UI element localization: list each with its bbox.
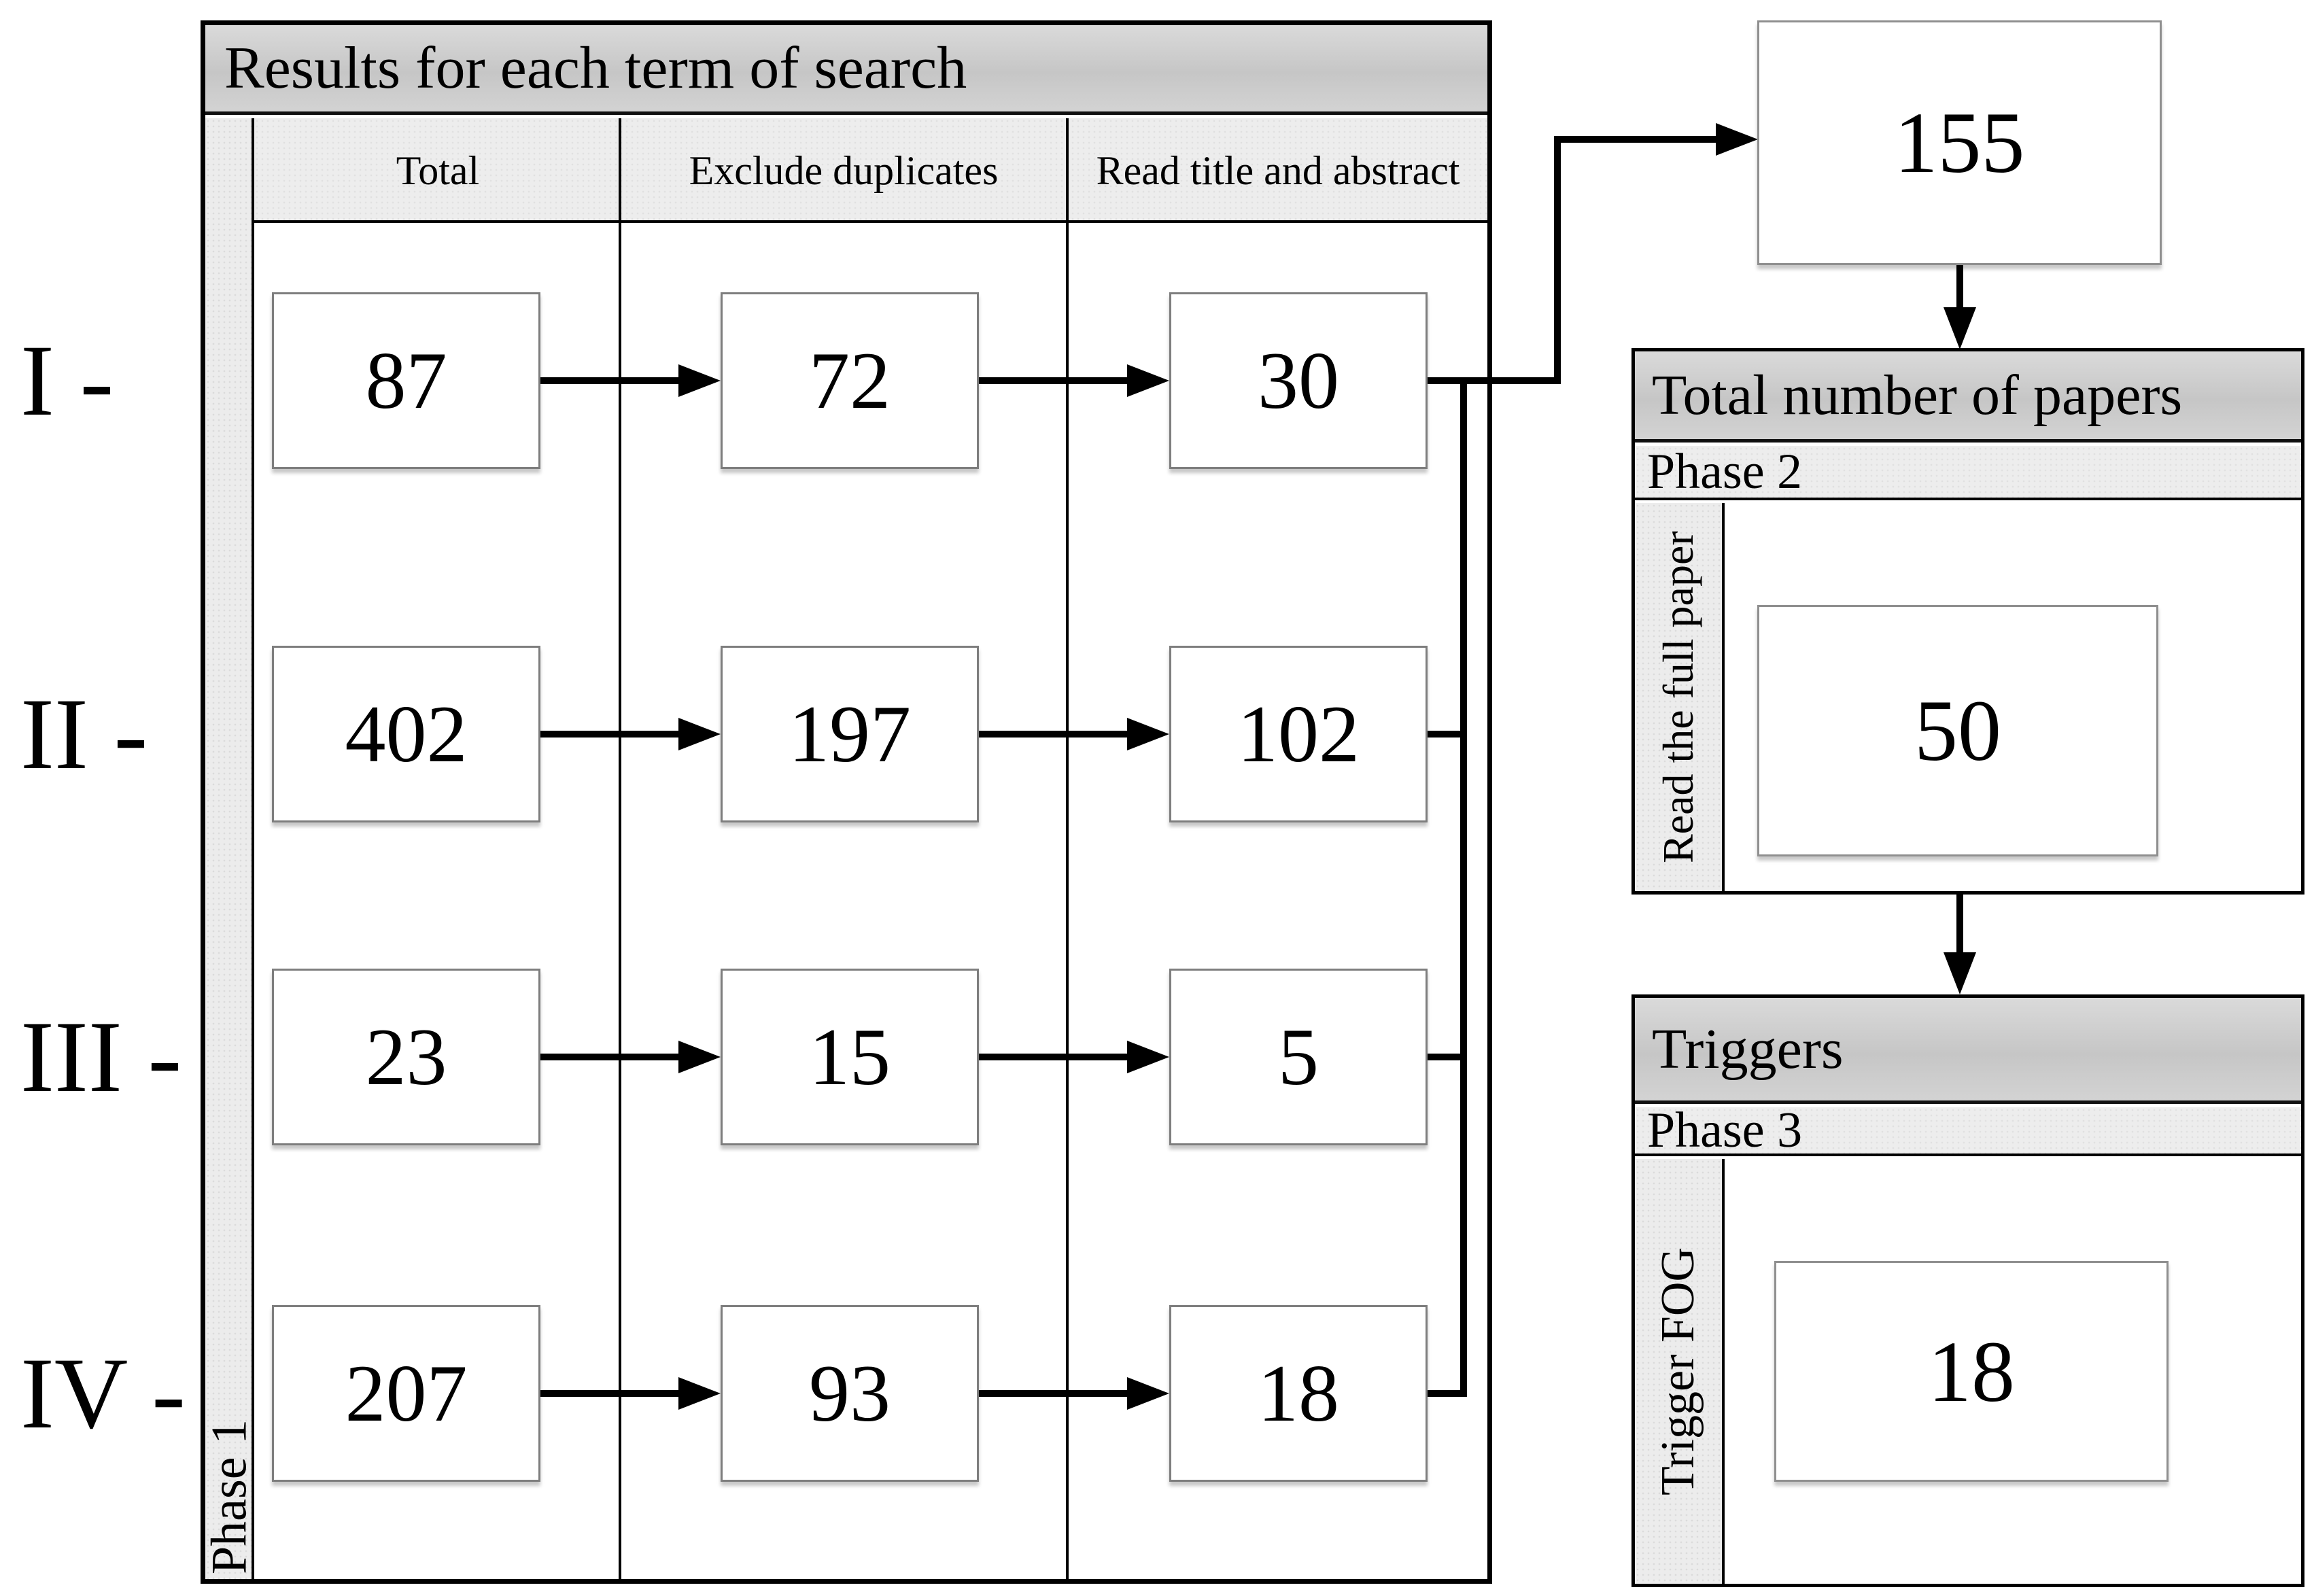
count-value: 402 xyxy=(345,689,468,779)
phase3-title: Triggers xyxy=(1652,1018,1844,1081)
count-value: 87 xyxy=(365,335,447,426)
flow-line xyxy=(979,731,1127,738)
phase3-subheader: Phase 3 xyxy=(1635,1103,2301,1158)
row-label-2: II - xyxy=(20,673,252,795)
flow-line xyxy=(1428,1390,1467,1397)
search-results-table xyxy=(201,20,1492,1584)
count-value: 72 xyxy=(809,335,891,426)
phase3-side-label-wrap: Trigger FOG xyxy=(1632,1159,1725,1584)
arrow-right-icon xyxy=(678,718,721,750)
count-value: 93 xyxy=(809,1348,891,1438)
column-header-label: Total xyxy=(396,148,480,193)
row-label-text: IV - xyxy=(20,1337,186,1450)
total-selected-box: 155 xyxy=(1757,20,2162,265)
phase2-side-label: Read the full paper xyxy=(1654,531,1702,863)
row-label-1: I - xyxy=(20,319,252,442)
arrow-right-icon xyxy=(1716,123,1758,156)
flow-line xyxy=(1428,1054,1467,1060)
column-header-exclude-duplicates: Exclude duplicates xyxy=(621,118,1066,223)
arrow-right-icon xyxy=(1127,364,1169,397)
flow-line xyxy=(1956,265,1963,309)
phase2-title: Total number of papers xyxy=(1652,364,2183,427)
arrow-right-icon xyxy=(1127,718,1169,750)
flow-line xyxy=(979,1054,1127,1060)
flow-line xyxy=(979,1390,1127,1397)
count-box-row1-read: 30 xyxy=(1169,292,1428,469)
count-box-row4-read: 18 xyxy=(1169,1305,1428,1482)
arrow-right-icon xyxy=(1127,1041,1169,1073)
phase2-side-strip xyxy=(1635,503,1725,891)
flow-line xyxy=(979,377,1127,384)
flow-line xyxy=(1428,731,1467,738)
phase3-count-box: 18 xyxy=(1774,1261,2169,1482)
count-box-row3-exclude: 15 xyxy=(721,969,979,1145)
phase2-count-box: 50 xyxy=(1757,605,2158,856)
flow-line xyxy=(540,731,680,738)
column-header-total: Total xyxy=(257,118,619,223)
phase2-side-label-wrap: Read the full paper xyxy=(1632,503,1725,891)
flow-line xyxy=(1554,136,1561,384)
flow-line xyxy=(1554,136,1717,143)
count-box-row2-read: 102 xyxy=(1169,646,1428,822)
count-value: 30 xyxy=(1258,335,1339,426)
count-value: 207 xyxy=(345,1348,468,1438)
arrow-down-icon xyxy=(1944,307,1976,349)
phase3-side-label: Trigger FOG xyxy=(1652,1247,1704,1495)
phase3-title-bar: Triggers xyxy=(1635,998,2301,1104)
flow-line xyxy=(1956,895,1963,954)
phase1-strip xyxy=(205,118,254,1579)
count-box-row2-exclude: 197 xyxy=(721,646,979,822)
count-box-row4-exclude: 93 xyxy=(721,1305,979,1482)
row-label-3: III - xyxy=(20,996,252,1118)
count-box-row2-total: 402 xyxy=(272,646,540,822)
column-header-label: Read title and abstract xyxy=(1096,148,1460,193)
count-value: 5 xyxy=(1278,1011,1319,1102)
count-box-row1-total: 87 xyxy=(272,292,540,469)
phase3-count-value: 18 xyxy=(1928,1323,2015,1420)
flow-line xyxy=(540,1390,680,1397)
phase2-label: Phase 2 xyxy=(1647,443,1803,500)
phase3-side-strip xyxy=(1635,1159,1725,1584)
arrow-down-icon xyxy=(1944,952,1976,994)
column-divider xyxy=(619,118,621,1579)
count-box-row1-exclude: 72 xyxy=(721,292,979,469)
count-value: 15 xyxy=(809,1011,891,1102)
flow-line xyxy=(540,377,680,384)
arrow-right-icon xyxy=(678,1377,721,1410)
arrow-right-icon xyxy=(1127,1377,1169,1410)
table-title: Results for each term of search xyxy=(224,35,967,101)
count-box-row3-total: 23 xyxy=(272,969,540,1145)
phase3-label: Phase 3 xyxy=(1647,1102,1803,1158)
phase2-count-value: 50 xyxy=(1914,682,2001,779)
arrow-right-icon xyxy=(678,1041,721,1073)
column-header-read-title-abstract: Read title and abstract xyxy=(1069,118,1487,223)
count-box-row4-total: 207 xyxy=(272,1305,540,1482)
flow-line xyxy=(540,1054,680,1060)
collector-line xyxy=(1460,377,1467,1397)
column-header-row xyxy=(205,118,1487,223)
arrow-right-icon xyxy=(678,364,721,397)
phase2-title-bar: Total number of papers xyxy=(1635,351,2301,443)
row-label-text: II - xyxy=(20,678,148,791)
flow-line xyxy=(1428,377,1561,384)
column-header-label: Exclude duplicates xyxy=(689,148,999,193)
row-label-4: IV - xyxy=(20,1332,252,1455)
count-value: 102 xyxy=(1237,689,1360,779)
row-label-text: I - xyxy=(20,324,114,437)
count-value: 18 xyxy=(1258,1348,1339,1438)
row-label-text: III - xyxy=(20,1001,182,1113)
count-value: 197 xyxy=(789,689,911,779)
table-title-bar: Results for each term of search xyxy=(205,25,1487,115)
count-value: 23 xyxy=(365,1011,447,1102)
column-divider xyxy=(1066,118,1069,1579)
count-box-row3-read: 5 xyxy=(1169,969,1428,1145)
phase2-subheader: Phase 2 xyxy=(1635,443,2301,500)
total-selected-value: 155 xyxy=(1894,94,2025,191)
